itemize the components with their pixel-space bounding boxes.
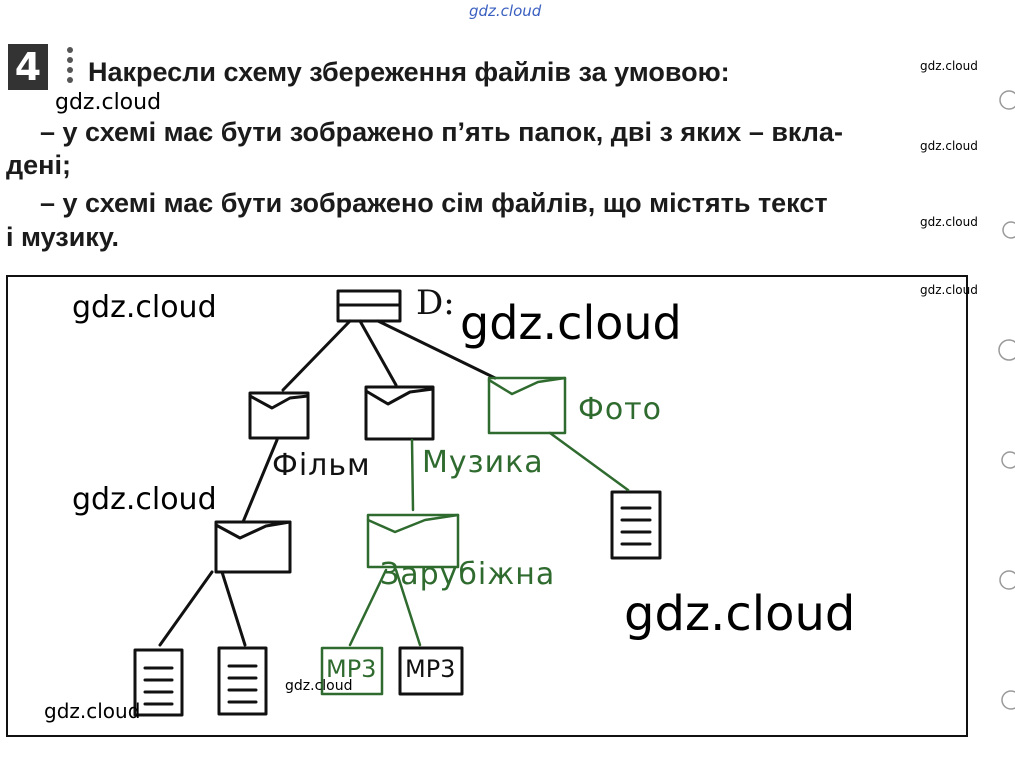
task-line-1: Накресли схему збереження файлів за умов… bbox=[88, 57, 730, 87]
watermark: gdz.cloud bbox=[920, 283, 978, 297]
folder-film-label: Фільм bbox=[272, 448, 371, 483]
watermark: gdz.cloud bbox=[44, 699, 141, 723]
root-drive-label: D: bbox=[416, 283, 455, 323]
folder-music-label: Музика bbox=[422, 445, 544, 480]
mp3-file-icon bbox=[320, 646, 384, 696]
task-dots-icon bbox=[67, 47, 73, 83]
watermark: gdz.cloud bbox=[72, 290, 217, 325]
watermark: gdz.cloud bbox=[920, 59, 978, 73]
task-line-2: – у схемі має бути зображено п’ять папок… bbox=[40, 117, 843, 147]
watermark: gdz.cloud bbox=[920, 215, 978, 229]
folder-music-icon bbox=[364, 385, 435, 441]
folder-film-icon bbox=[248, 391, 310, 440]
watermark: gdz.cloud bbox=[624, 586, 856, 642]
watermark: gdz.cloud bbox=[285, 678, 353, 694]
mp3-file-label: MP3 bbox=[326, 655, 377, 683]
task-line-4: – у схемі має бути зображено сім файлів,… bbox=[40, 188, 828, 218]
task-number-badge: 4 bbox=[8, 44, 48, 90]
margin-decoration bbox=[998, 90, 1015, 710]
text-file-icon bbox=[133, 648, 184, 717]
task-line-5: і музику. bbox=[6, 222, 119, 252]
watermark: gdz.cloud bbox=[920, 139, 978, 153]
folder-foreign-label: Зарубіжна bbox=[380, 557, 556, 592]
mp3-file-label: MP3 bbox=[405, 655, 456, 683]
watermark: gdz.cloud bbox=[55, 90, 162, 115]
text-file-icon bbox=[217, 646, 268, 716]
mp3-file-icon bbox=[398, 646, 464, 696]
folder-photo-icon bbox=[487, 376, 567, 435]
folder-foreign-icon bbox=[366, 513, 460, 569]
text-file-icon bbox=[610, 490, 662, 560]
watermark: gdz.cloud bbox=[72, 482, 217, 517]
watermark: gdz.cloud bbox=[460, 296, 682, 350]
diagram-frame bbox=[6, 275, 968, 737]
folder-photo-label: Фото bbox=[578, 392, 663, 427]
task-line-3: дені; bbox=[6, 150, 71, 180]
root-drive-icon bbox=[336, 289, 402, 323]
folder-nested-icon bbox=[214, 520, 292, 574]
watermark-top: gdz.cloud bbox=[469, 2, 542, 20]
